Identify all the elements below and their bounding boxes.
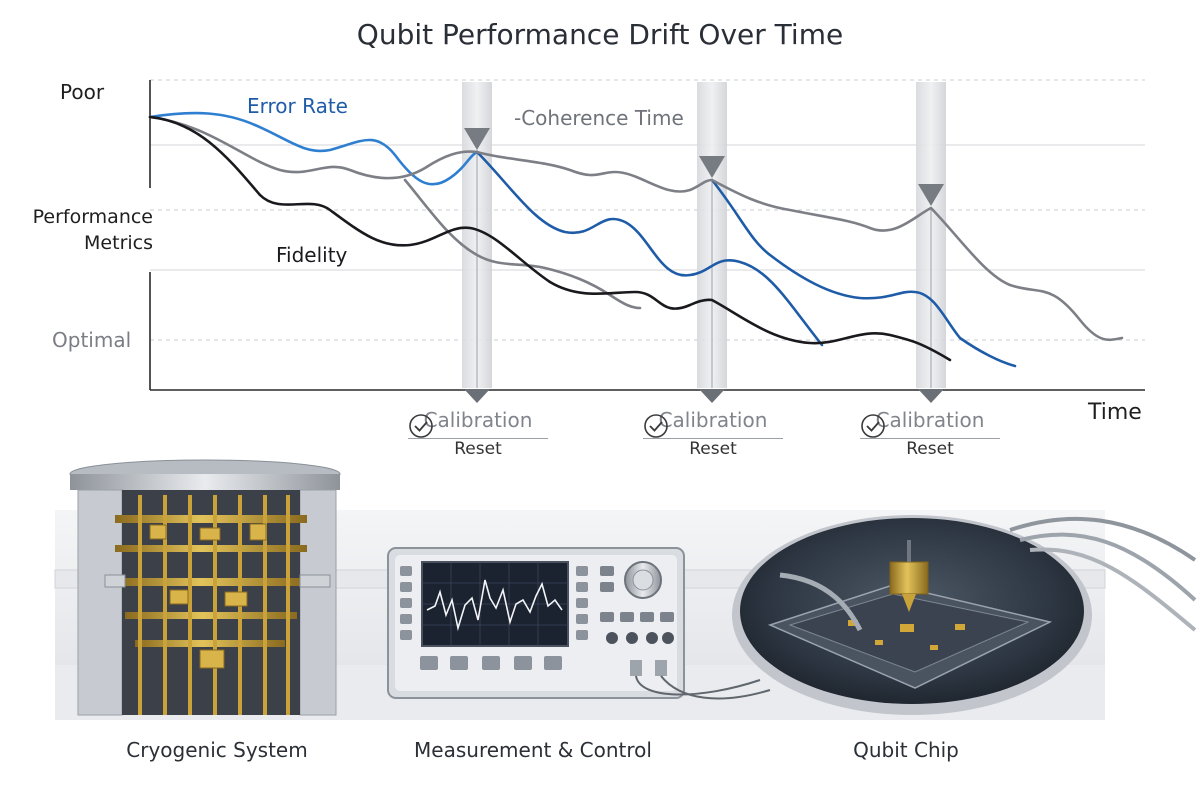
- qubit-chip-illustration: [732, 515, 1197, 715]
- check-circle-icon: [644, 414, 668, 438]
- calibration-marker-bottom-1: [464, 389, 490, 403]
- calibration-marker-bottom-2: [699, 389, 725, 403]
- error-rate-curve: [148, 111, 479, 186]
- x-axis-time-label: Time: [1088, 400, 1142, 425]
- error-rate-curve-segment-3: [710, 178, 1017, 368]
- reset-label-2: Reset: [689, 439, 737, 459]
- oscilloscope-waveform: [426, 579, 563, 632]
- fidelity-curve: [148, 115, 952, 362]
- y-axis-optimal-label: Optimal: [52, 328, 132, 352]
- coherence-time-curve: [148, 115, 1124, 342]
- coherence-time-curve-branch: [403, 178, 642, 310]
- calibration-marker-bottom-3: [918, 389, 944, 403]
- calibration-band-2: [697, 82, 727, 403]
- calibration-label-group-2: Calibration Reset: [643, 408, 783, 459]
- y-axis-poor-label: Poor: [60, 80, 105, 104]
- calibration-band-1: [462, 82, 492, 403]
- reset-label-3: Reset: [906, 439, 954, 459]
- reset-label-1: Reset: [454, 439, 502, 459]
- y-axis-metrics-label: Performance Metrics: [20, 204, 153, 256]
- calibration-label-3: Calibration: [860, 408, 1000, 439]
- coherence-time-label: -Coherence Time: [514, 106, 684, 130]
- diagram-title: Qubit Performance Drift Over Time: [356, 18, 844, 51]
- fidelity-label: Fidelity: [276, 243, 348, 267]
- check-circle-icon: [861, 414, 885, 438]
- calibration-label-group-1: Calibration Reset: [408, 408, 548, 459]
- y-axis-metrics-line2: Metrics: [84, 232, 153, 254]
- measurement-control-caption: Measurement & Control: [414, 738, 652, 762]
- qubit-chip-caption: Qubit Chip: [853, 738, 959, 762]
- calibration-label-1: Calibration: [408, 408, 548, 439]
- calibration-label-group-3: Calibration Reset: [860, 408, 1000, 459]
- calibration-label-2: Calibration: [643, 408, 783, 439]
- calibration-marker-top-3: [918, 184, 944, 206]
- axes: [149, 80, 1145, 391]
- calibration-marker-top-1: [464, 128, 490, 150]
- error-rate-curve-segment-2: [475, 150, 824, 347]
- gridlines: [150, 79, 1145, 341]
- measurement-control-illustration: [387, 547, 771, 700]
- error-rate-label: Error Rate: [247, 94, 348, 118]
- y-axis-metrics-line1: Performance: [32, 206, 153, 228]
- calibration-band-3: [916, 82, 946, 403]
- cryogenic-system-illustration: [69, 459, 341, 716]
- calibration-marker-top-2: [699, 156, 725, 178]
- check-circle-icon: [409, 414, 433, 438]
- cryogenic-system-caption: Cryogenic System: [126, 738, 308, 762]
